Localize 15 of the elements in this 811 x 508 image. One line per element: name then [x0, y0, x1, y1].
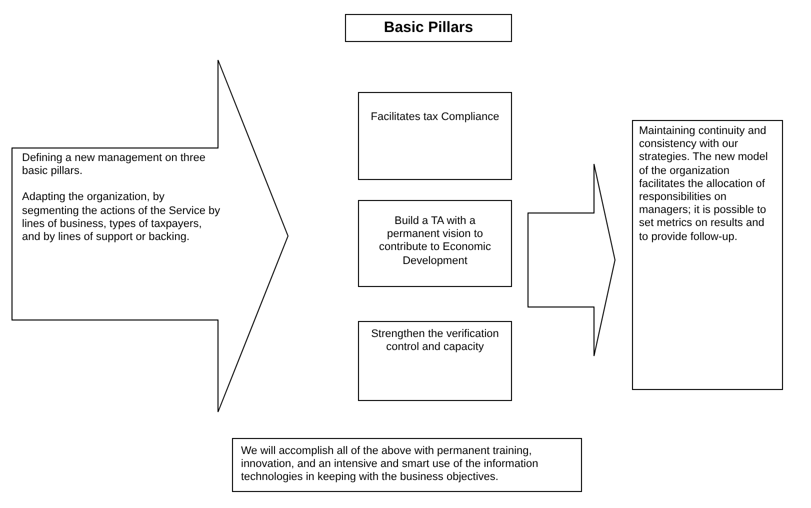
text-box	[632, 120, 783, 390]
node-text: Defining a new management on three basic pillars.	[22, 152, 206, 178]
node-text: Strengthen the verification control and capacity	[370, 328, 500, 354]
text-box	[358, 321, 512, 401]
text-box	[232, 438, 582, 492]
node-text: Maintaining continuity and consistency with our strategies. The new model of the organization facilitates the allocation of responsibilities on managers; it is possible to set metrics on results and to provide follow-up.	[639, 125, 769, 244]
block-arrow	[12, 60, 288, 412]
node-text: Adapting the organization, by segmenting the actions of the Service by lines of business, types of taxpayers, and by lines of support or backing.	[22, 191, 222, 244]
title-heading: Basic Pillars	[345, 14, 512, 42]
text-box	[358, 200, 512, 287]
node-text: Build a TA with a permanent vision to contribute to Economic Development	[378, 215, 492, 268]
text-box	[358, 92, 512, 180]
node-text: We will accomplish all of the above with permanent training, innovation, and an intensive and smart use of the information technologies in keeping with the business objectives.	[241, 445, 540, 485]
block-arrow	[528, 164, 616, 356]
node-text: Facilitates tax Compliance	[370, 111, 500, 124]
